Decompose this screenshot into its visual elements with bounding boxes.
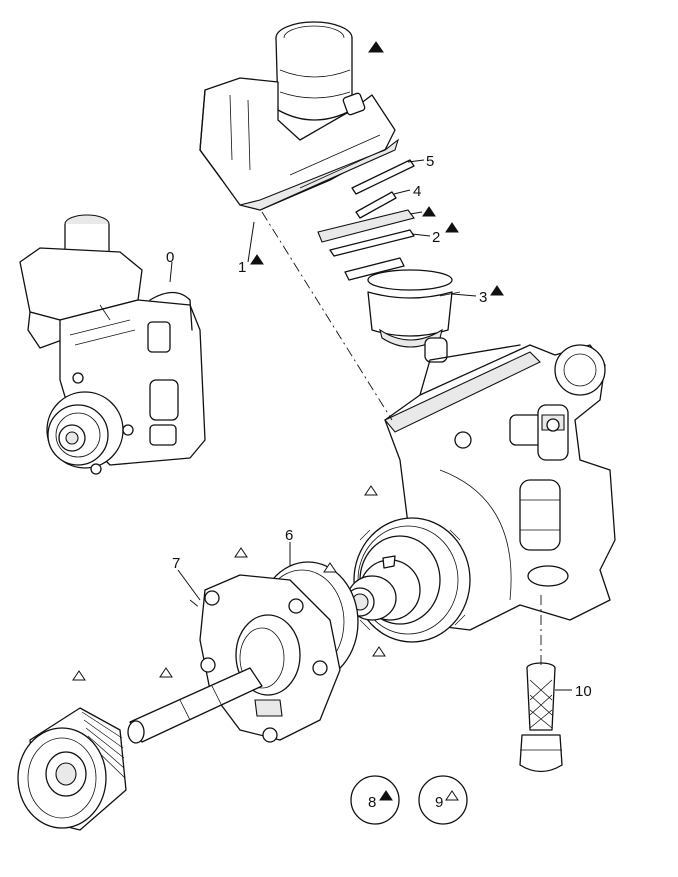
outline-triangle-symbol: [445, 790, 459, 801]
strainer-filter: [519, 662, 563, 773]
callout-9: 9: [435, 794, 443, 811]
callout-5: 5: [426, 153, 434, 170]
legend-circle-9: 9: [418, 775, 468, 825]
callout-4: 4: [413, 183, 421, 200]
outline-triangle-symbol: [72, 670, 86, 681]
alignment-line-housing: [261, 211, 393, 421]
pulley: [17, 707, 127, 831]
legend-circle-8: 8: [350, 775, 400, 825]
leader-0: [169, 261, 173, 283]
filled-triangle-symbol: [422, 206, 436, 217]
leader-ring-tri: [409, 211, 423, 215]
thermostat-housing: [199, 21, 400, 211]
outline-triangle-symbol: [323, 562, 337, 573]
leader-2: [411, 233, 431, 237]
filled-triangle-symbol: [250, 254, 264, 265]
callout-7: 7: [172, 555, 180, 572]
filled-triangle-symbol: [368, 41, 384, 53]
outline-triangle-symbol: [159, 667, 173, 678]
callout-0: 0: [166, 249, 174, 266]
leader-1: [247, 221, 255, 263]
callout-8: 8: [368, 794, 376, 811]
callout-6: 6: [285, 527, 293, 544]
alignment-line-shaft: [189, 599, 201, 609]
thermostat: [367, 269, 461, 363]
callout-2: 2: [432, 229, 440, 246]
outline-triangle-symbol: [364, 485, 378, 496]
callout-10: 10: [575, 683, 592, 700]
callout-1: 1: [238, 259, 246, 276]
pump-assembly-overview: [19, 214, 206, 475]
leader-3: [451, 293, 477, 297]
leader-4: [393, 189, 411, 195]
filled-triangle-symbol: [379, 790, 393, 801]
leader-7: [177, 569, 201, 601]
callout-3: 3: [479, 289, 487, 306]
filled-triangle-symbol: [445, 222, 459, 233]
drive-shaft: [127, 667, 263, 744]
outline-triangle-symbol: [372, 646, 386, 657]
leader-5: [407, 159, 425, 163]
seal-rings: [317, 159, 415, 281]
filled-triangle-symbol: [490, 285, 504, 296]
impeller-assembly: [345, 517, 471, 643]
outline-triangle-symbol: [234, 547, 248, 558]
